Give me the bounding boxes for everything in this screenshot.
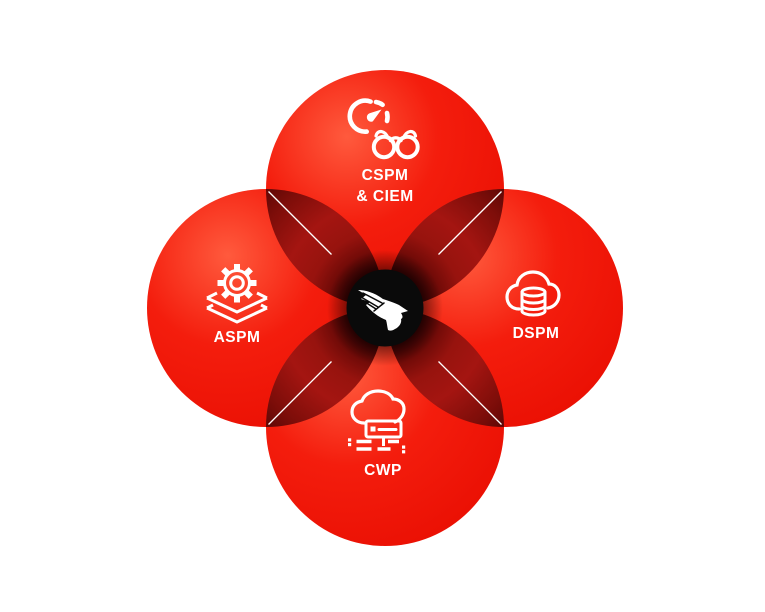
cspm-ciem-label-line1: CSPM [362, 167, 409, 184]
cspm-ciem-label-line2: & CIEM [356, 188, 413, 205]
aspm-label: ASPM [214, 329, 261, 346]
gear-layers-icon [206, 264, 268, 324]
dspm-label: DSPM [513, 325, 560, 342]
cloud-workload-icon [348, 389, 406, 454]
crowdstrike-falcon-icon [358, 290, 408, 331]
cwp-label: CWP [364, 462, 402, 479]
gauge-binoculars-icon [347, 98, 420, 160]
cloud-database-icon [505, 270, 561, 317]
